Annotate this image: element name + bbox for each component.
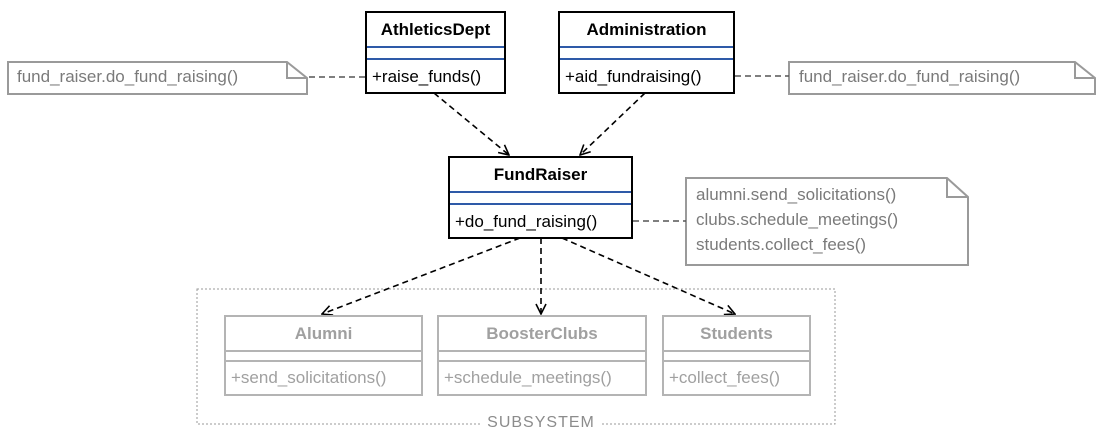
note-line-students: students.collect_fees(): [696, 235, 867, 254]
class-fundraiser[interactable]: FundRaiser +do_fund_raising(): [448, 156, 633, 239]
arrow-administration-to-fundraiser: [580, 92, 646, 155]
class-name: BoosterClubs: [486, 323, 598, 343]
note-right-shape: [788, 61, 1096, 95]
note-line-alumni: alumni.send_solicitations(): [696, 185, 897, 204]
class-alumni[interactable]: Alumni +send_solicitations(): [224, 315, 423, 396]
arrow-fundraiser-to-students: [561, 237, 735, 314]
class-athleticsdept[interactable]: AthleticsDept +raise_funds(): [365, 11, 506, 94]
class-method: +do_fund_raising(): [455, 212, 598, 231]
note-fundraiser-shape: [685, 177, 969, 266]
note-left-shape: [7, 61, 308, 95]
attributes-compartment: [450, 191, 631, 205]
note-left-text: fund_raiser.do_fund_raising(): [17, 67, 239, 86]
class-name: Administration: [586, 19, 707, 39]
arrow-fundraiser-to-alumni: [322, 237, 521, 314]
class-boosterclubs[interactable]: BoosterClubs +schedule_meetings(): [437, 315, 647, 396]
class-method: +schedule_meetings(): [444, 368, 612, 387]
attributes-compartment: [226, 350, 421, 362]
note-line-clubs: clubs.schedule_meetings(): [696, 210, 899, 229]
class-name: FundRaiser: [493, 164, 588, 184]
arrow-athletics-to-fundraiser: [433, 92, 509, 155]
note-fundraiser: alumni.send_solicitations() clubs.schedu…: [696, 182, 898, 257]
class-students[interactable]: Students +collect_fees(): [662, 315, 811, 396]
class-name: AthleticsDept: [380, 19, 491, 39]
class-name: Alumni: [294, 323, 353, 343]
attributes-compartment: [664, 350, 809, 362]
subsystem-label: SUBSYSTEM: [482, 414, 600, 432]
attributes-compartment: [367, 46, 504, 60]
class-administration[interactable]: Administration +aid_fundraising(): [558, 11, 735, 94]
class-method: +raise_funds(): [372, 67, 482, 86]
attributes-compartment: [560, 46, 733, 60]
class-method: +send_solicitations(): [231, 368, 387, 387]
attributes-compartment: [439, 350, 645, 362]
class-method: +collect_fees(): [669, 368, 781, 387]
class-name: Students: [700, 323, 773, 343]
note-right-text: fund_raiser.do_fund_raising(): [799, 67, 1021, 86]
class-method: +aid_fundraising(): [565, 67, 702, 86]
